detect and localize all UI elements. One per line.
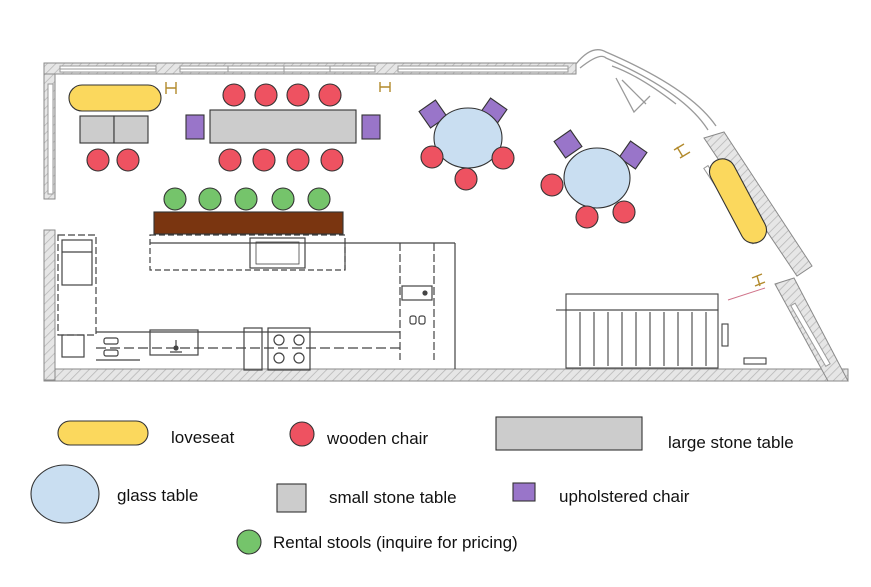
legend-small-stone-table-swatch (276, 483, 307, 513)
door-marker-2 (379, 82, 391, 92)
legend-upholstered-chair-swatch (512, 482, 536, 502)
wooden-chair (116, 148, 140, 172)
wooden-chair (318, 83, 342, 107)
rental-stool (198, 187, 222, 211)
wooden-chair (252, 148, 276, 172)
legend-rental-stool-swatch (236, 529, 262, 555)
door-marker-3 (673, 143, 691, 159)
legend-glass-table-swatch (30, 464, 100, 524)
staircase (556, 293, 767, 369)
bar-counter-base (149, 234, 346, 271)
wooden-chair (420, 145, 444, 169)
wooden-chair (320, 148, 344, 172)
legend-wooden-chair-swatch (289, 421, 315, 447)
wooden-chair (86, 148, 110, 172)
window-right-lower (790, 302, 831, 367)
upholstered-chair (185, 114, 205, 140)
wooden-chair (222, 83, 246, 107)
rental-stool (271, 187, 295, 211)
legend-small-stone-table-label: small stone table (329, 488, 457, 507)
furniture (68, 83, 768, 244)
upholstered-chair (618, 140, 648, 170)
legend-upholstered-chair-label: upholstered chair (559, 487, 690, 506)
wooden-chair (540, 173, 564, 197)
corner-bay (575, 49, 717, 131)
upholstered-chair (361, 114, 381, 140)
door-marker-4 (751, 273, 766, 287)
wooden-chair (575, 205, 599, 229)
kitchen-area (57, 234, 456, 371)
legend-large-stone-table-label: large stone table (668, 433, 794, 452)
rental-stool (307, 187, 331, 211)
loveseat (708, 158, 768, 244)
wooden-chair (218, 148, 242, 172)
legend-large-stone-table-swatch (495, 416, 643, 451)
wall-right-lower (774, 277, 849, 382)
legend (30, 416, 643, 555)
rental-stool (234, 187, 258, 211)
upholstered-chair (553, 129, 583, 159)
glass-table (563, 147, 631, 209)
bar-counter (153, 211, 344, 235)
loveseat (68, 84, 162, 112)
legend-rental-stools-label: Rental stools (inquire for pricing) (273, 533, 518, 552)
rental-stool (163, 187, 187, 211)
small-stone-table (79, 115, 115, 144)
wooden-chair (286, 83, 310, 107)
door-markers (165, 82, 766, 301)
wall-right-upper (703, 131, 813, 277)
wall-bottom (43, 368, 849, 382)
legend-loveseat-label: loveseat (171, 428, 235, 447)
legend-wooden-chair-label: wooden chair (327, 429, 429, 448)
large-stone-table (209, 109, 357, 144)
wooden-chair (454, 167, 478, 191)
legend-loveseat-swatch (57, 420, 149, 446)
small-stone-table (113, 115, 149, 144)
window-left (47, 83, 54, 195)
wall-left-lower (43, 229, 56, 381)
wooden-chair (612, 200, 636, 224)
wooden-chair (491, 146, 515, 170)
door-marker-1 (165, 82, 177, 94)
wooden-chair (254, 83, 278, 107)
legend-glass-table-label: glass table (117, 486, 199, 505)
wooden-chair (286, 148, 310, 172)
